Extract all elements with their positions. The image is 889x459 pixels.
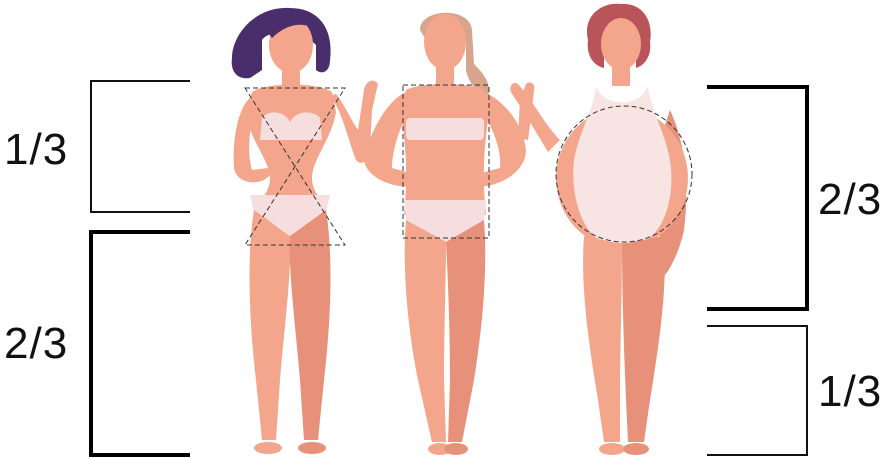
right-upper-fraction: 2/3 bbox=[818, 178, 882, 222]
right-lower-bracket bbox=[707, 326, 807, 455]
figure-circle bbox=[510, 4, 692, 455]
figure-rectangle bbox=[364, 13, 534, 455]
right-lower-fraction: 1/3 bbox=[818, 370, 882, 414]
figure-hourglass bbox=[232, 8, 378, 454]
left-upper-bracket bbox=[91, 81, 190, 212]
left-lower-bracket bbox=[91, 232, 190, 455]
right-upper-bracket bbox=[707, 87, 807, 309]
left-upper-fraction: 1/3 bbox=[4, 128, 68, 172]
left-lower-fraction: 2/3 bbox=[4, 322, 68, 366]
